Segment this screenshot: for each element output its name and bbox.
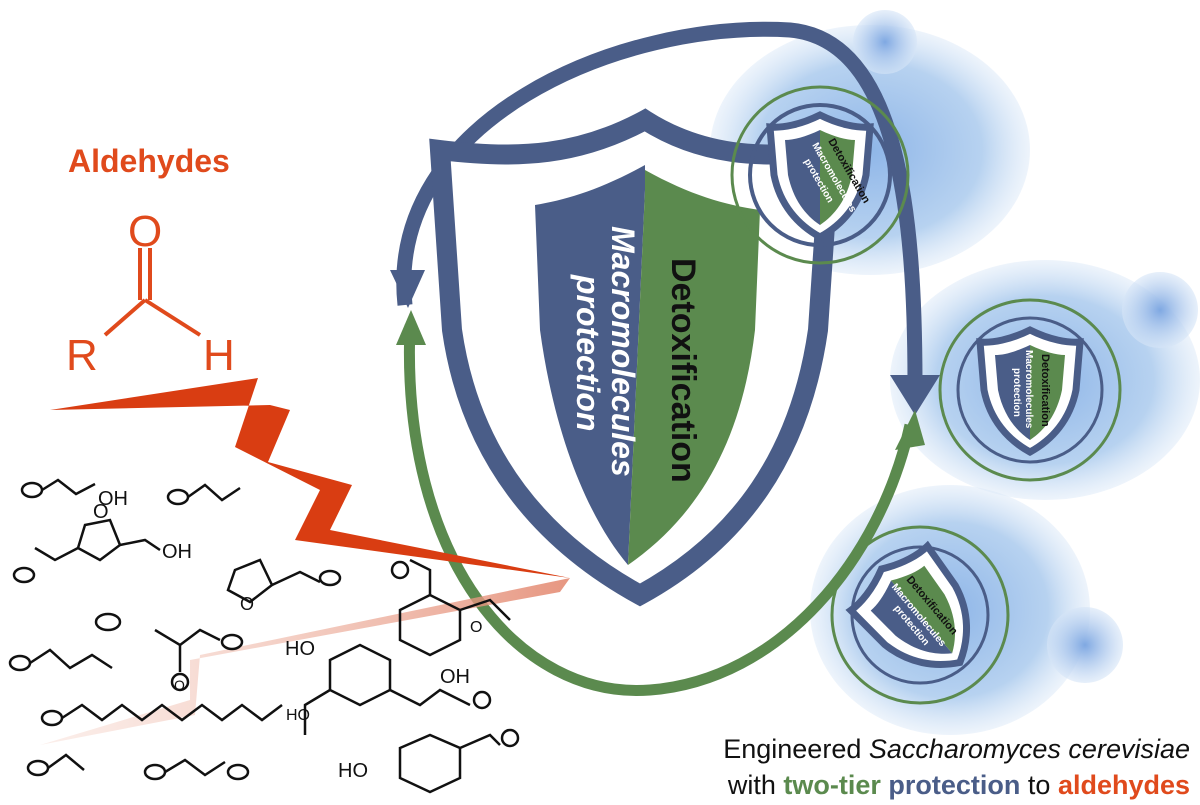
mini-shield-top: Detoxification Macromolecules protection (730, 85, 910, 265)
svg-text:Detoxification: Detoxification (1039, 354, 1051, 427)
svg-text:O: O (93, 501, 109, 523)
svg-text:HO: HO (338, 760, 368, 782)
aldehyde-oxygen: O (128, 207, 162, 256)
shield-macro-label-line1: Macromolecules (605, 226, 641, 477)
aldehyde-structure (103, 248, 202, 337)
caption-line-2: with two-tier protection to aldehydes (727, 770, 1190, 800)
lightning-bolt (50, 378, 570, 578)
svg-text:O: O (470, 619, 482, 636)
aldehydes-title: Aldehydes (68, 143, 230, 179)
molecule-labels: OH OH O O O HO OH O HO HO (93, 488, 482, 782)
svg-text:HO: HO (285, 638, 315, 660)
aldehyde-r-group: R (66, 331, 98, 380)
svg-text:protection: protection (1011, 368, 1022, 417)
svg-text:OH: OH (440, 666, 470, 688)
svg-text:Macromolecules: Macromolecules (1023, 350, 1034, 429)
red-beam (40, 578, 570, 745)
aldehyde-hydrogen: H (203, 331, 235, 380)
svg-text:HO: HO (286, 707, 310, 724)
shield-detox-label: Detoxification (664, 258, 702, 483)
mini-shield-middle: Detoxification Macromolecules protection (938, 298, 1122, 482)
aldehyde-molecules (8, 478, 520, 794)
shield-macro-label-line2: protection (570, 274, 606, 431)
svg-text:O: O (240, 594, 254, 614)
svg-text:OH: OH (162, 541, 192, 563)
mini-shield-bottom: Detoxification Macromolecules protection (830, 525, 1010, 705)
svg-text:OH: OH (98, 488, 128, 510)
main-shield (429, 108, 841, 607)
caption-line-1: Engineered Saccharomyces cerevisiae (723, 734, 1190, 764)
svg-text:O: O (174, 677, 185, 693)
